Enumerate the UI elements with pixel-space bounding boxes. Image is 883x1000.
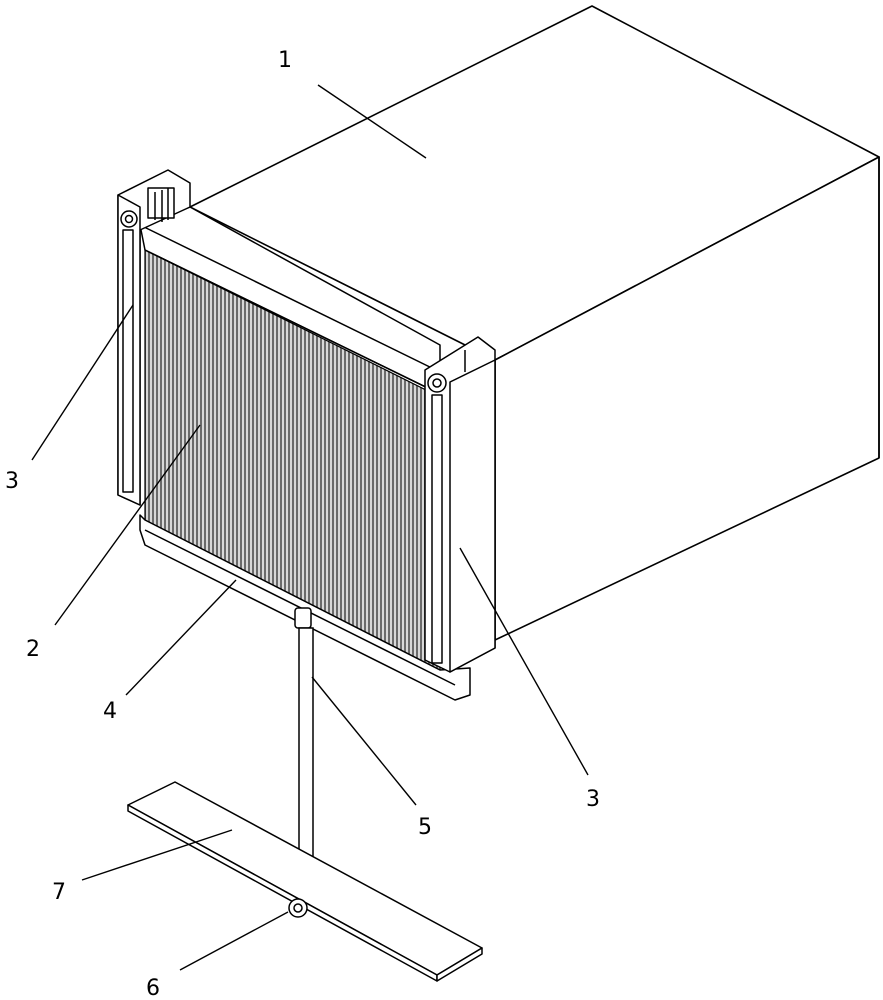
- bottom-bar: [139, 514, 471, 701]
- leader-5: [311, 676, 417, 806]
- leader-6: [179, 911, 289, 971]
- vertical-rod: [298, 627, 314, 881]
- leader-lines: [31, 84, 589, 971]
- box-housing: [189, 5, 880, 641]
- right-guide-rail: [424, 336, 496, 673]
- callout-6: 6: [146, 976, 160, 1000]
- callout-1: 1: [278, 48, 292, 73]
- leader-1: [317, 84, 427, 159]
- callout-7: 7: [52, 880, 66, 905]
- left-guide-rail: [117, 169, 191, 506]
- pedal-plate: [127, 781, 483, 982]
- callouts: 1 2 3 3 4 5 6 7: [5, 48, 600, 1000]
- callout-3-left: 3: [5, 469, 19, 494]
- callout-5: 5: [418, 815, 432, 840]
- leader-2: [54, 424, 201, 626]
- callout-4: 4: [103, 699, 117, 724]
- leader-3a: [31, 304, 134, 461]
- leader-3b: [459, 547, 589, 776]
- leader-4: [125, 579, 237, 696]
- pedal-hinge: [288, 898, 308, 918]
- leader-7: [81, 829, 233, 881]
- callout-2: 2: [26, 637, 40, 662]
- callout-3-right: 3: [586, 787, 600, 812]
